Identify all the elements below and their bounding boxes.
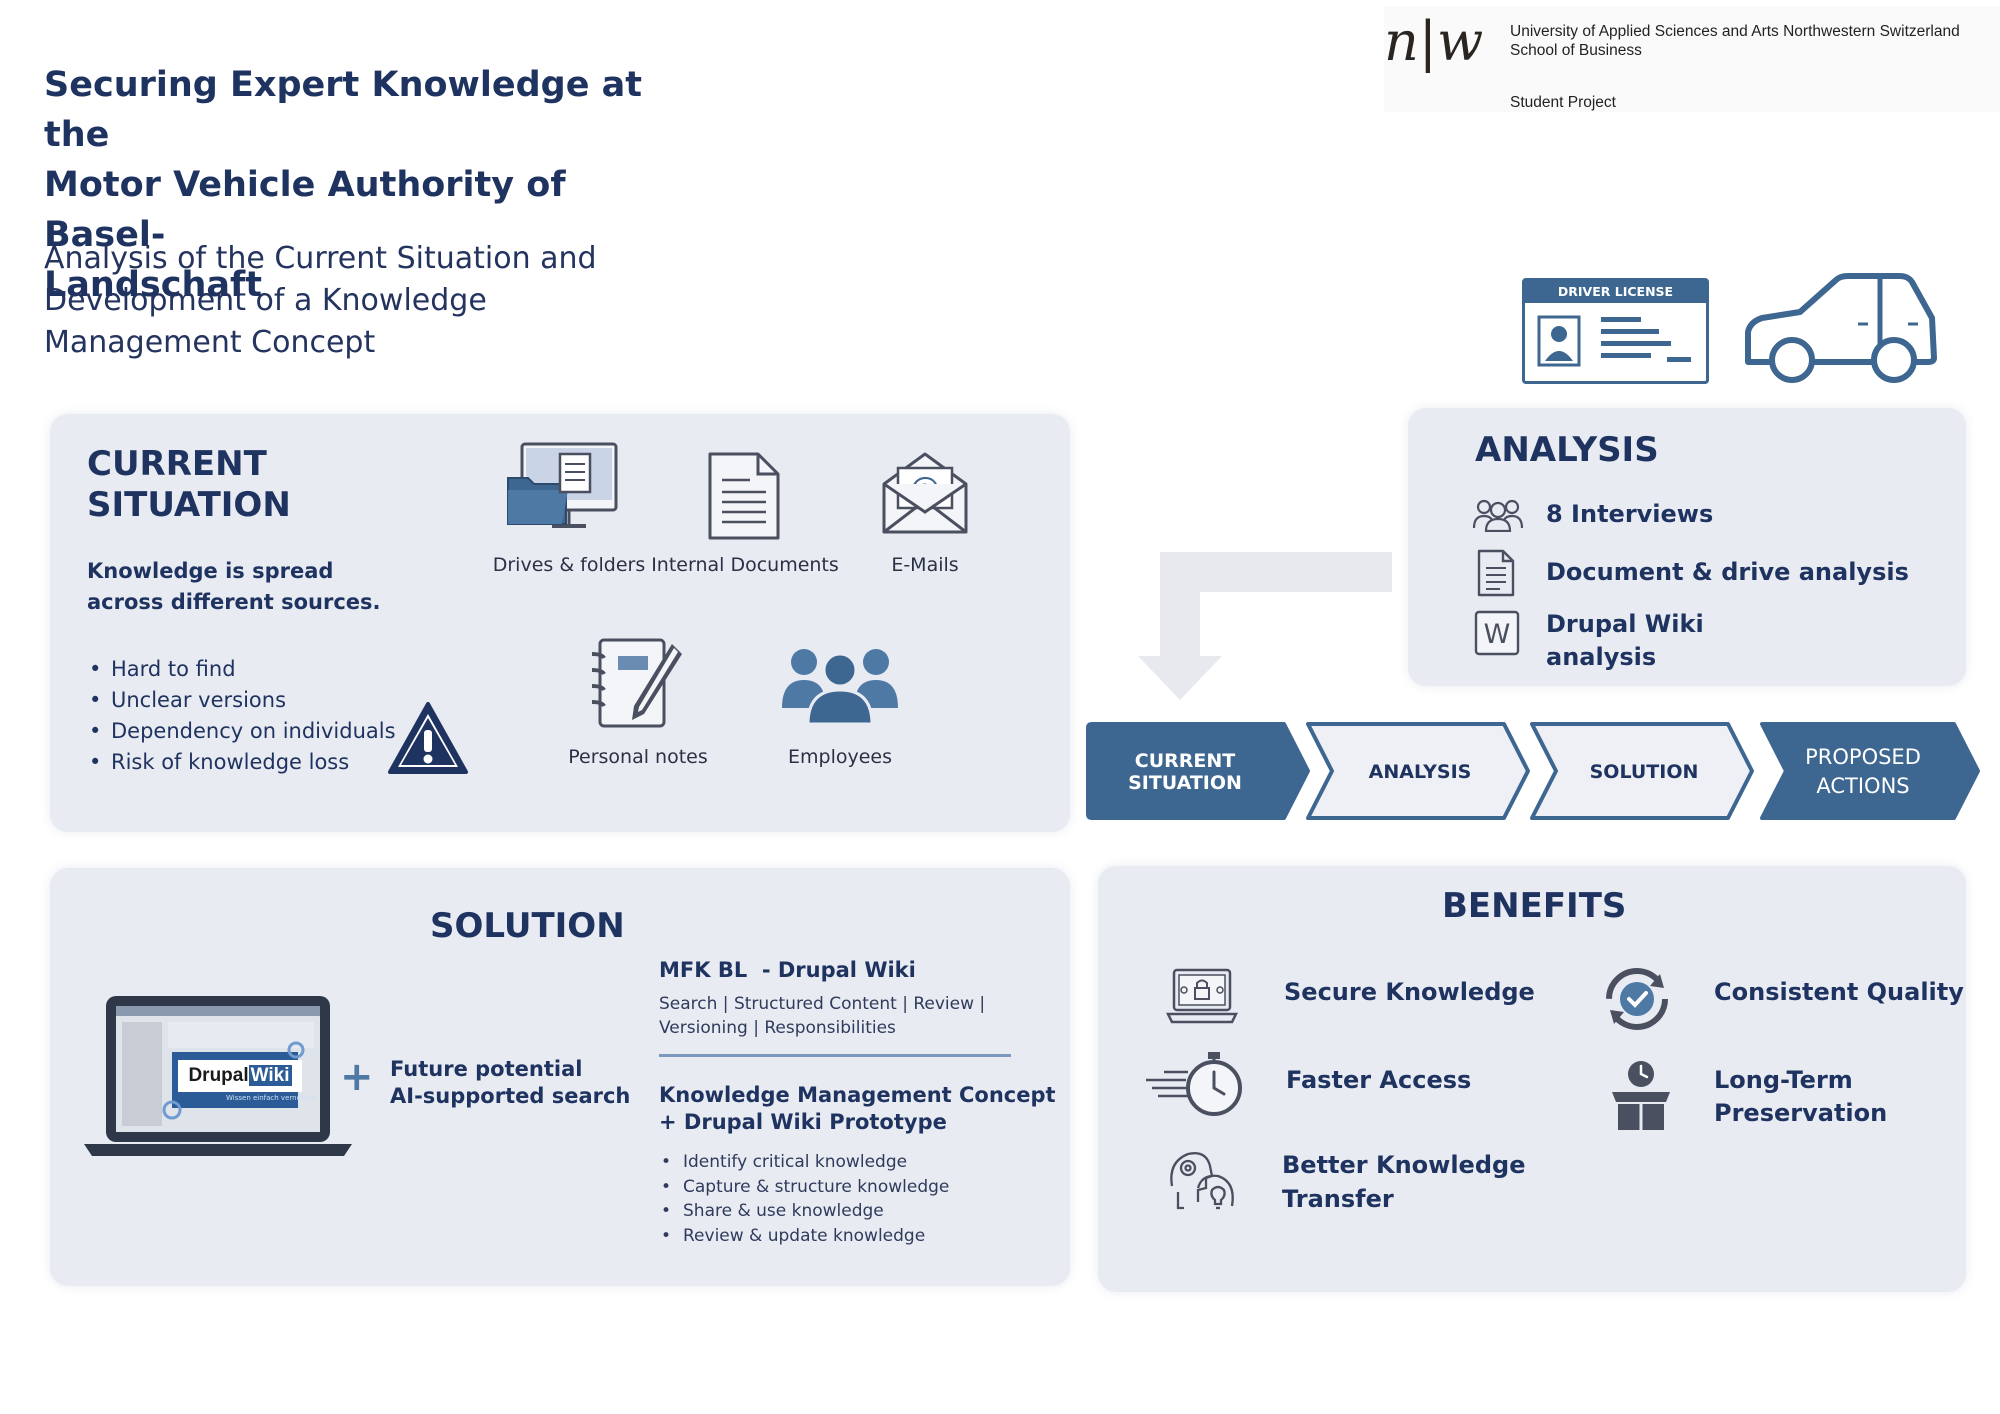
concept-title: Knowledge Management Concept + Drupal Wi… (659, 1083, 1056, 1134)
svg-text:W: W (1484, 619, 1511, 650)
benefit-consistent-quality: Consistent Quality (1714, 978, 1964, 1006)
list-item: Share & use knowledge (659, 1199, 949, 1224)
email-icon: @ (882, 452, 968, 534)
process-step-solution: SOLUTION (1589, 761, 1699, 783)
internal-documents-label: Internal Documents (651, 554, 839, 576)
list-item: Identify critical knowledge (659, 1150, 949, 1175)
problem-list: Hard to find Unclear versions Dependency… (87, 654, 396, 778)
nw-logo-text: n|w (1384, 10, 1484, 73)
process-step-analysis: ANALYSIS (1368, 761, 1472, 783)
flow-arrow-icon (1138, 552, 1392, 700)
drupal-wiki-tagline: Wissen einfach vernetzen (226, 1094, 317, 1102)
list-item: Review & update knowledge (659, 1224, 949, 1249)
benefit-faster-access: Faster Access (1286, 1066, 1472, 1094)
benefit-better-knowledge-transfer: Better Knowledge Transfer (1282, 1151, 1526, 1213)
benefit-secure-knowledge: Secure Knowledge (1284, 978, 1535, 1006)
document-icon (708, 452, 780, 540)
personal-notes-label: Personal notes (568, 746, 708, 768)
notebook-pen-icon (591, 638, 682, 728)
current-situation-panel: CURRENT SITUATION Knowledge is spread ac… (50, 414, 1070, 832)
analysis-item-documents: Document & drive analysis (1546, 558, 1909, 586)
stopwatch-icon (1146, 1052, 1242, 1116)
employees-label: Employees (788, 746, 892, 768)
current-situation-lead: Knowledge is spread across different sou… (87, 559, 381, 614)
wiki-features: Search | Structured Content | Review | V… (659, 994, 986, 1038)
drives-folders-icon (507, 442, 618, 528)
car-icon (1745, 273, 1937, 383)
solution-divider (659, 1054, 1011, 1057)
benefits-panel: BENEFITS Secure Knowledge Consistent Qua… (1098, 866, 1966, 1292)
secure-laptop-icon (1166, 968, 1238, 1024)
nw-logo: n|w (1384, 10, 1483, 73)
benefits-heading: BENEFITS (1442, 886, 1627, 926)
page-subtitle: Analysis of the Current Situation and De… (44, 241, 597, 360)
analysis-panel: ANALYSIS 8 Interviews Document & drive a… (1408, 408, 1966, 686)
logo-block: n|w University of Applied Sciences and A… (1384, 6, 2000, 112)
institution-name: University of Applied Sciences and Arts … (1510, 23, 1960, 59)
list-item: Capture & structure knowledge (659, 1175, 949, 1200)
employees-icon (782, 649, 898, 726)
license-header: DRIVER LICENSE (1525, 281, 1706, 303)
driver-license-card: DRIVER LICENSE (1522, 278, 1709, 384)
benefit-long-term-preservation: Long-Term Preservation (1714, 1066, 1888, 1127)
preservation-box-icon (1612, 1061, 1670, 1130)
wiki-w-icon: W (1474, 610, 1520, 656)
knowledge-transfer-icon (1170, 1152, 1234, 1210)
list-item: Risk of knowledge loss (87, 747, 396, 778)
license-photo-icon (1537, 315, 1581, 367)
concept-steps: Identify critical knowledge Capture & st… (659, 1150, 949, 1248)
wiki-title: MFK BL - Drupal Wiki (659, 958, 916, 982)
consistent-quality-icon (1606, 968, 1668, 1030)
analysis-item-interviews: 8 Interviews (1546, 500, 1714, 528)
analysis-heading: ANALYSIS (1475, 430, 1659, 470)
process-chevrons (1086, 722, 1980, 820)
future-potential-text: Future potential AI-supported search (390, 1057, 631, 1108)
document-analysis-icon (1477, 549, 1515, 597)
list-item: Unclear versions (87, 685, 396, 716)
page-title: Securing Expert Knowledge at the Motor V… (44, 65, 643, 305)
current-situation-heading: CURRENT SITUATION (87, 444, 291, 525)
emails-label: E-Mails (891, 554, 959, 576)
warning-icon (388, 702, 468, 774)
analysis-item-wiki: Drupal Wiki analysis (1546, 610, 1704, 671)
list-item: Hard to find (87, 654, 396, 685)
project-type: Student Project (1510, 94, 1616, 111)
license-lines-icon (1601, 317, 1691, 362)
drives-folders-label: Drives & folders (492, 554, 646, 576)
solution-heading: SOLUTION (430, 906, 625, 946)
list-item: Dependency on individuals (87, 716, 396, 747)
plus-icon: + (340, 1054, 374, 1100)
interviews-group-icon (1472, 499, 1524, 532)
